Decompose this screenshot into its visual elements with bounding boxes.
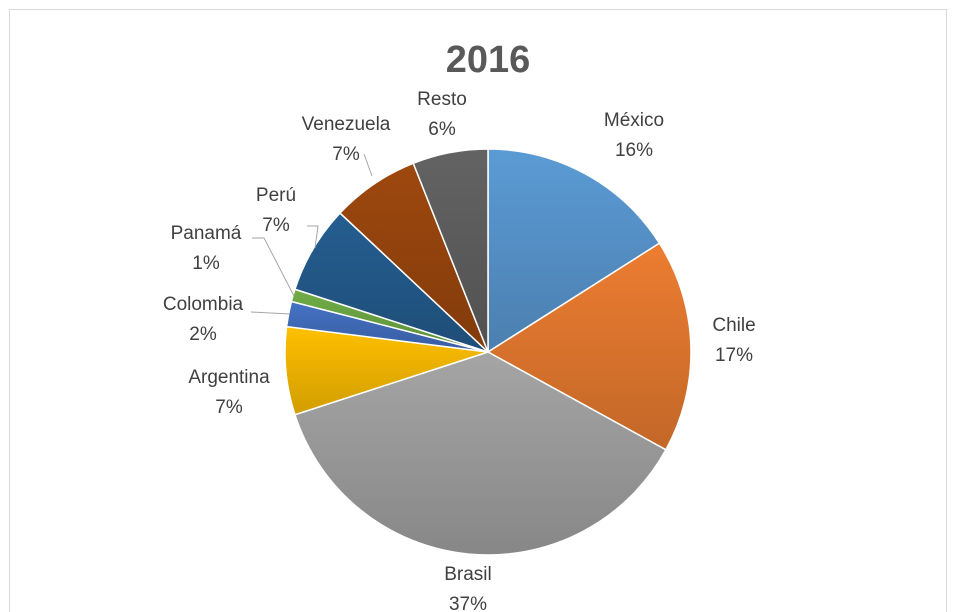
- label-percent-argentina: 7%: [215, 397, 243, 418]
- label-category-peru: Perú: [256, 185, 296, 206]
- leader-lines: [250, 153, 373, 315]
- slice-brasil: [293, 351, 667, 556]
- label-percent-brasil: 37%: [449, 594, 487, 612]
- pie-slices: [284, 148, 692, 556]
- label-percent-mexico: 16%: [615, 140, 653, 161]
- label-category-panama: Panamá: [171, 223, 242, 244]
- chart-title: 2016: [446, 39, 531, 81]
- label-percent-venezuela: 7%: [332, 144, 360, 165]
- slice-resto: [412, 148, 489, 353]
- label-category-brasil: Brasil: [444, 564, 492, 585]
- leader-line-panama: [252, 237, 295, 297]
- label-percent-resto: 6%: [428, 119, 456, 140]
- label-percent-colombia: 2%: [189, 324, 217, 345]
- label-category-argentina: Argentina: [188, 367, 270, 388]
- label-percent-panama: 1%: [192, 253, 220, 274]
- leader-line-peru: [307, 225, 319, 249]
- label-category-resto: Resto: [417, 89, 467, 110]
- leader-line-colombia: [250, 311, 291, 315]
- label-category-venezuela: Venezuela: [302, 114, 391, 135]
- label-category-colombia: Colombia: [163, 294, 244, 315]
- slice-chile: [486, 242, 692, 451]
- slice-mexico: [487, 148, 661, 354]
- label-percent-chile: 17%: [715, 345, 753, 366]
- label-category-chile: Chile: [712, 315, 755, 336]
- label-category-mexico: México: [604, 110, 664, 131]
- leader-line-venezuela: [363, 153, 373, 177]
- label-percent-peru: 7%: [262, 215, 290, 236]
- chart-area: [9, 9, 947, 612]
- data-labels: México 16% Chile 17% Brasil 37% Argentina 7% Col…: [163, 89, 756, 612]
